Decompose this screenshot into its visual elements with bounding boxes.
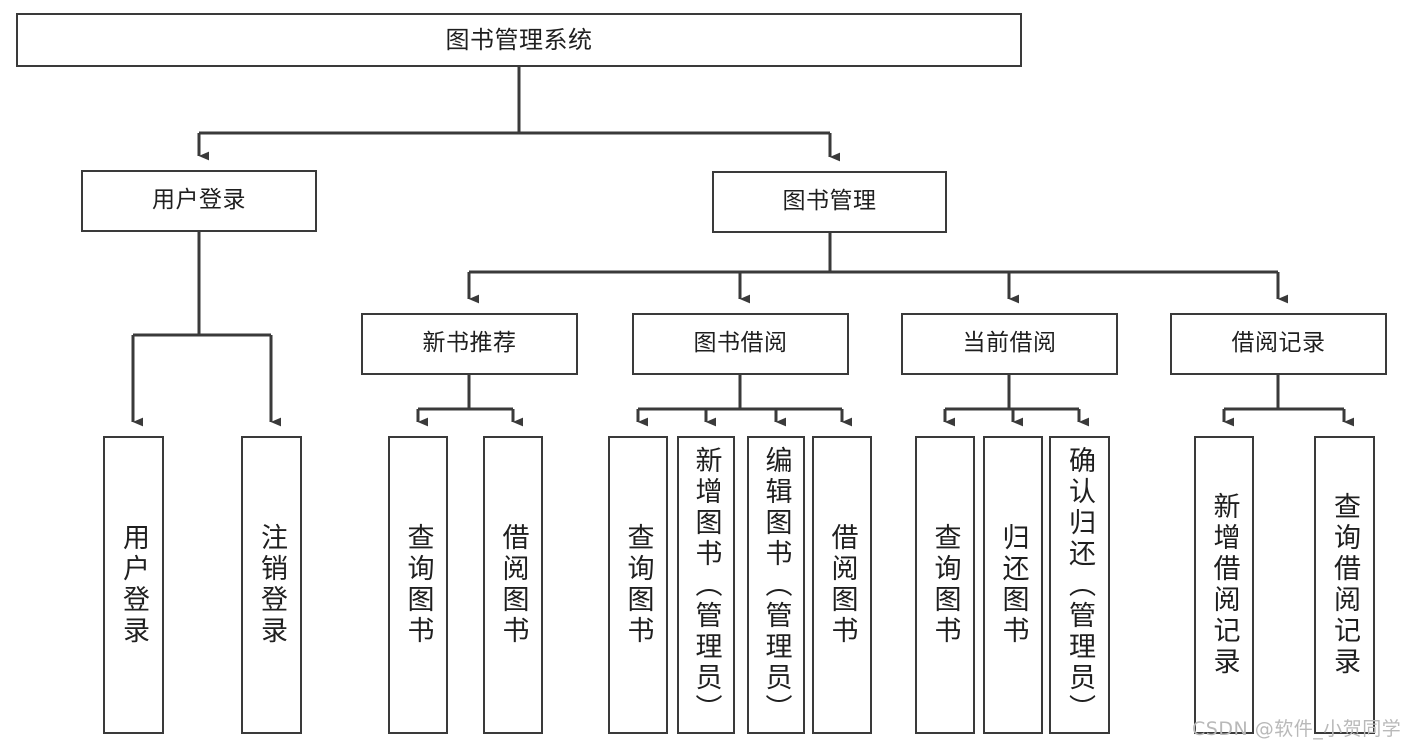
node-leaf-return-book[interactable]: 归还图书 <box>983 436 1043 734</box>
node-current-borrow[interactable]: 当前借阅 <box>901 313 1118 375</box>
node-leaf-add-book-admin[interactable]: 新增图书（管理员） <box>677 436 735 734</box>
node-leaf-confirm-return-admin-label: 确认归还（管理员） <box>1064 445 1095 725</box>
node-leaf-add-borrow-record[interactable]: 新增借阅记录 <box>1194 436 1254 734</box>
node-leaf-query-book-rec-label: 查询图书 <box>402 523 434 647</box>
node-leaf-logout-label: 注销登录 <box>256 523 287 647</box>
node-leaf-logout[interactable]: 注销登录 <box>241 436 302 734</box>
node-user-login[interactable]: 用户登录 <box>81 170 317 232</box>
node-leaf-query-book-borrow[interactable]: 查询图书 <box>608 436 668 734</box>
node-leaf-query-book-current[interactable]: 查询图书 <box>915 436 975 734</box>
node-root[interactable]: 图书管理系统 <box>16 13 1022 67</box>
node-book-borrow[interactable]: 图书借阅 <box>632 313 849 375</box>
node-new-book-recommend-label: 新书推荐 <box>422 330 517 357</box>
node-leaf-confirm-return-admin[interactable]: 确认归还（管理员） <box>1049 436 1110 734</box>
node-leaf-query-book-current-label: 查询图书 <box>929 523 961 647</box>
node-leaf-add-borrow-record-label: 新增借阅记录 <box>1208 492 1240 678</box>
csdn-watermark: CSDN @软件_小贺同学 <box>1192 718 1402 740</box>
node-borrow-record[interactable]: 借阅记录 <box>1170 313 1387 375</box>
node-root-label: 图书管理系统 <box>445 25 593 54</box>
node-borrow-record-label: 借阅记录 <box>1231 330 1326 357</box>
node-leaf-add-book-admin-label: 新增图书（管理员） <box>690 445 722 725</box>
node-leaf-borrow-book-rec-label: 借阅图书 <box>497 523 529 647</box>
node-leaf-edit-book-admin[interactable]: 编辑图书（管理员） <box>747 436 805 734</box>
node-leaf-borrow-book[interactable]: 借阅图书 <box>812 436 872 734</box>
node-leaf-user-login-label: 用户登录 <box>118 523 149 647</box>
node-leaf-query-book-borrow-label: 查询图书 <box>622 523 654 647</box>
node-leaf-borrow-book-label: 借阅图书 <box>826 523 858 647</box>
node-leaf-query-borrow-record-label: 查询借阅记录 <box>1329 492 1360 678</box>
node-leaf-query-borrow-record[interactable]: 查询借阅记录 <box>1314 436 1375 734</box>
node-leaf-borrow-book-rec[interactable]: 借阅图书 <box>483 436 543 734</box>
node-book-borrow-label: 图书借阅 <box>693 330 788 357</box>
node-leaf-return-book-label: 归还图书 <box>997 523 1029 647</box>
node-leaf-query-book-rec[interactable]: 查询图书 <box>388 436 448 734</box>
node-book-manage[interactable]: 图书管理 <box>712 171 947 233</box>
node-book-manage-label: 图书管理 <box>782 188 877 215</box>
node-leaf-edit-book-admin-label: 编辑图书（管理员） <box>760 445 792 725</box>
node-current-borrow-label: 当前借阅 <box>962 330 1057 357</box>
node-new-book-recommend[interactable]: 新书推荐 <box>361 313 578 375</box>
node-user-login-label: 用户登录 <box>152 187 246 214</box>
node-leaf-user-login[interactable]: 用户登录 <box>103 436 164 734</box>
